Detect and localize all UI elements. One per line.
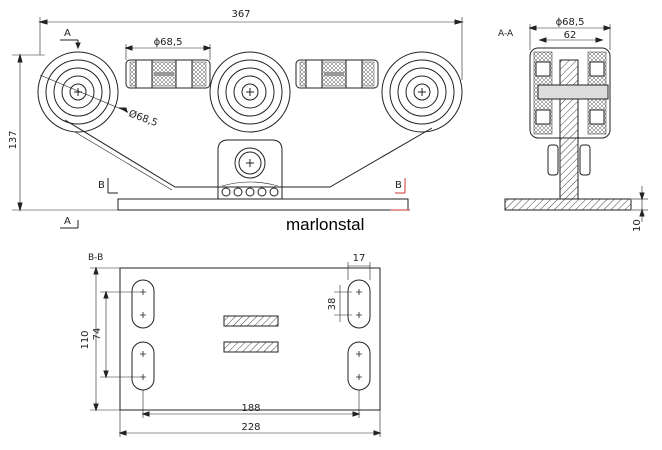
overall-length-label: 367 [231, 9, 250, 20]
bearing-pair-right [295, 59, 379, 89]
slot-top-right [347, 279, 371, 329]
section-b-marker-left [107, 178, 118, 194]
slot-width-label: 17 [353, 253, 366, 264]
dim-overall-length [38, 17, 464, 80]
side-axle [537, 84, 609, 100]
section-a-label-top: A [64, 28, 71, 39]
section-a-label-bottom: A [64, 216, 71, 227]
bearing-dia-top-label: ϕ68,5 [154, 37, 183, 48]
section-b-marker-right [395, 178, 406, 194]
bearing-pair-left [124, 44, 212, 89]
left-wheel [37, 51, 129, 133]
centre-bracket [217, 139, 283, 199]
section-a-marker-top [60, 39, 81, 50]
side-base-plate [504, 198, 632, 211]
plate-thickness-label: 10 [632, 219, 643, 232]
brand-watermark: marlonstal [286, 215, 364, 234]
side-width-label: 62 [564, 30, 577, 41]
hole-spacing-v-label: 74 [92, 328, 103, 341]
hatched-bar-bottom [223, 341, 279, 353]
plate-outline [119, 267, 381, 411]
slot-bottom-right [347, 341, 371, 391]
side-bearing-dia-label: ϕ68,5 [556, 17, 585, 28]
carriage-frame [64, 119, 433, 188]
slot-bottom-left [131, 341, 155, 391]
section-a-marker-bottom [60, 220, 79, 229]
wheel-dia-label: Ø68,5 [127, 108, 159, 130]
hatched-bar-top [223, 315, 279, 327]
plate-view-title: B-B [88, 253, 103, 263]
right-wheel [381, 51, 463, 133]
centre-wheel [209, 51, 291, 133]
section-b-label-left: B [98, 180, 105, 191]
side-view-title: A-A [498, 29, 514, 39]
plate-width-label: 228 [241, 422, 260, 433]
overall-height-label: 137 [8, 130, 19, 149]
plate-height-label: 110 [80, 330, 91, 349]
side-web-hatched [559, 98, 579, 200]
dim-overall-height [12, 53, 120, 212]
plate-view [90, 262, 382, 437]
slot-length-label: 38 [327, 298, 338, 311]
hole-spacing-h-label: 188 [241, 403, 260, 414]
slot-top-left [131, 279, 155, 329]
front-view [12, 17, 464, 229]
base-plate-front [117, 198, 409, 211]
side-view [504, 24, 648, 222]
section-b-label-right: B [395, 180, 402, 191]
